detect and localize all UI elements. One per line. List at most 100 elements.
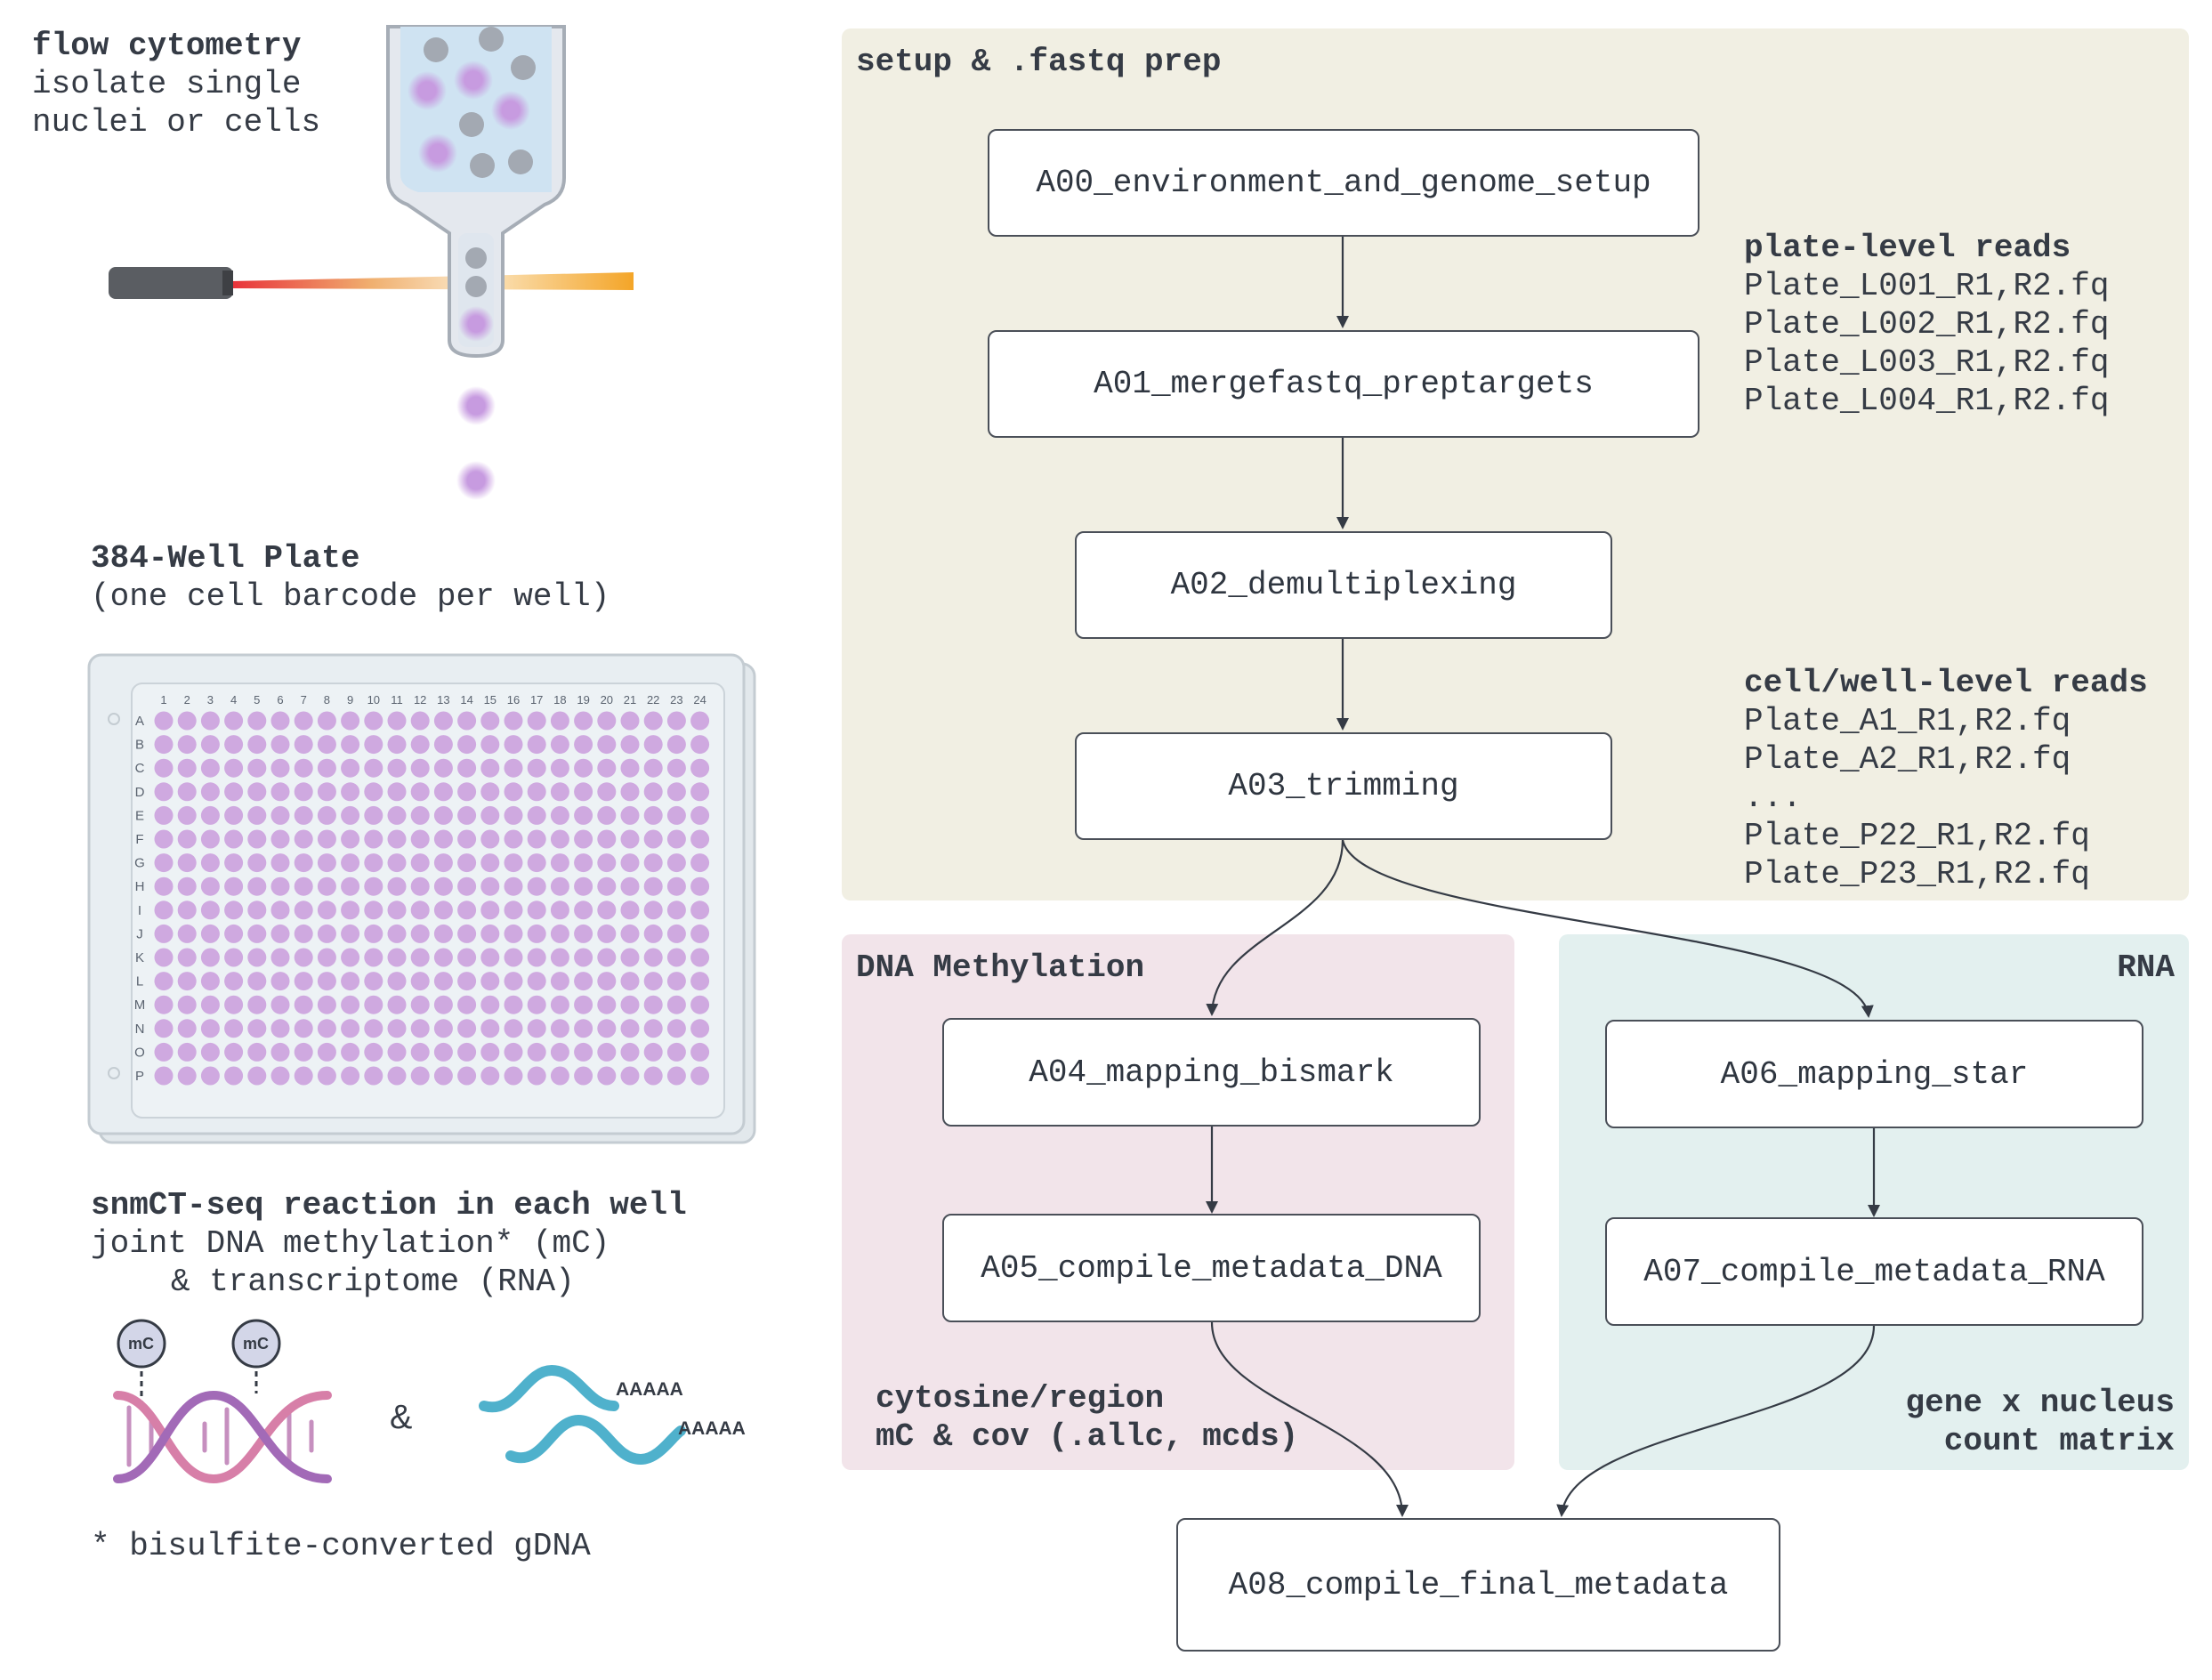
plate-well [527,876,546,896]
plate-well [690,782,710,802]
node-a00-environment-setup[interactable]: A00_environment_and_genome_setup [988,129,1699,237]
plate-well [527,901,546,920]
node-a02-demultiplexing[interactable]: A02_demultiplexing [1075,531,1612,639]
plate-row-label: N [135,1022,145,1037]
plate-column-label: 6 [277,693,283,707]
cell-read-5: Plate_P23_R1,R2.fq [1744,856,2090,892]
plate-well [666,758,686,778]
plate-well [620,876,640,896]
polya-tail-1: AAAAA [616,1379,683,1400]
plate-well [527,1042,546,1062]
plate-well [433,711,453,731]
plate-well [317,1042,336,1062]
plate-column-label: 11 [391,693,403,707]
node-a04-mapping-bismark[interactable]: A04_mapping_bismark [942,1018,1481,1127]
mc-marker-icon [231,1319,281,1369]
plate-well [574,876,593,896]
plate-well [200,853,220,873]
plate-well [177,948,197,967]
plate-column-label: 13 [437,693,449,707]
plate-well [666,995,686,1014]
plate-well [247,735,267,755]
plate-well [177,735,197,755]
plate-well [550,758,569,778]
plate-well [247,829,267,849]
plate-well [154,948,174,967]
plate-well [387,901,407,920]
plate-well [294,1019,313,1038]
plate-well [294,948,313,967]
cell-read-ellipsis: ... [1744,779,1802,816]
arrow-a05-a08 [1210,1321,1409,1517]
ampersand-label: & [390,1399,413,1436]
plate-column-label: 20 [601,693,613,707]
plate-well [200,901,220,920]
plate-column-label: 2 [184,693,190,707]
node-a03-trimming[interactable]: A03_trimming [1075,732,1612,840]
plate-well [317,972,336,991]
node-a08-compile-final-metadata[interactable]: A08_compile_final_metadata [1176,1518,1780,1652]
plate-well [317,782,336,802]
plate-row-label: O [134,1045,145,1060]
plate-well [364,1042,383,1062]
sorted-nucleus-2 [456,461,496,500]
node-a07-compile-metadata-rna[interactable]: A07_compile_metadata_RNA [1605,1217,2143,1326]
plate-well [527,805,546,825]
plate-well [666,1066,686,1086]
plate-well [317,711,336,731]
cell-read-4: Plate_P22_R1,R2.fq [1744,818,2090,854]
plate-well [574,948,593,967]
plate-well [270,735,290,755]
plate-well [433,948,453,967]
plate-well [504,805,523,825]
plate-column-label: 1 [160,693,166,707]
plate-well [643,758,663,778]
plate-column-label: 3 [207,693,214,707]
plate-well [504,758,523,778]
plate-well [224,758,244,778]
plate-well [527,972,546,991]
plate-well [480,972,500,991]
plate-well [247,924,267,943]
node-a05-compile-metadata-dna[interactable]: A05_compile_metadata_DNA [942,1214,1481,1322]
plate-well [270,924,290,943]
rna-region-title: RNA [2117,949,2175,986]
plate-well [410,782,430,802]
plate-well [690,711,710,731]
plate-well [457,948,477,967]
plate-well [597,711,617,731]
plate-well [387,995,407,1014]
node-a06-mapping-star[interactable]: A06_mapping_star [1605,1020,2143,1128]
plate-well [550,782,569,802]
plate-well [200,1019,220,1038]
plate-well [480,1042,500,1062]
plate-well [317,758,336,778]
plate-well [224,829,244,849]
plate-well [666,948,686,967]
plate-well [364,901,383,920]
plate-read-2: Plate_L002_R1,R2.fq [1744,306,2110,343]
plate-well [527,735,546,755]
plate-well [643,829,663,849]
plate-well [247,876,267,896]
plate-column-label: 24 [693,693,706,707]
plate-well [410,829,430,849]
plate-well [387,924,407,943]
plate-well [504,1019,523,1038]
plate-well [177,711,197,731]
plate-well [620,1042,640,1062]
plate-well [666,805,686,825]
plate-row-label: J [136,926,143,941]
plate-well [387,948,407,967]
plate-well [527,782,546,802]
plate-column-label: 15 [484,693,496,707]
plate-well [154,829,174,849]
node-a01-mergefastq[interactable]: A01_mergefastq_preptargets [988,330,1699,438]
footnote: * bisulfite-converted gDNA [91,1528,591,1564]
plate-well [200,758,220,778]
plate-well [666,972,686,991]
plate-well [224,876,244,896]
plate-well [643,782,663,802]
plate-well [597,972,617,991]
